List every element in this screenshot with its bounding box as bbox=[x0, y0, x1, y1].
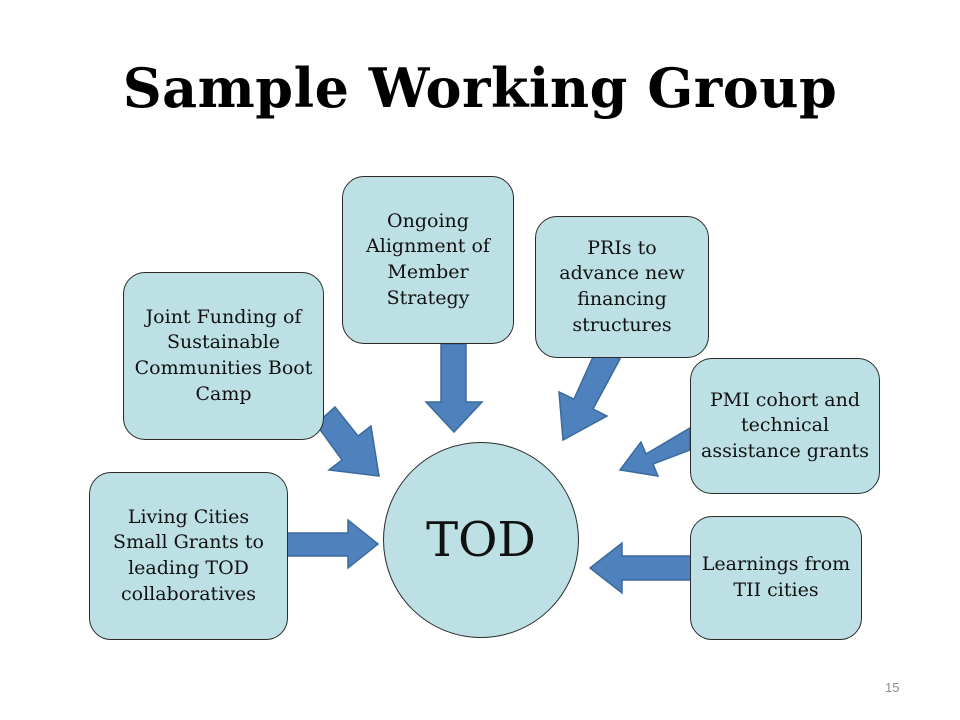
arrow-from-ongoing-alignment bbox=[424, 343, 484, 434]
center-node-tod: TOD bbox=[383, 442, 579, 638]
arrow-from-joint-funding bbox=[314, 405, 380, 477]
slide-title: Sample Working Group bbox=[122, 56, 838, 120]
arrow-from-pmi-cohort bbox=[618, 426, 691, 477]
arrow-from-learnings bbox=[588, 541, 693, 595]
arrow-from-living-cities bbox=[285, 518, 380, 570]
page-number: 15 bbox=[885, 680, 900, 695]
node-ongoing-alignment: Ongoing Alignment of Member Strategy bbox=[342, 176, 514, 344]
node-joint-funding: Joint Funding of Sustainable Communities… bbox=[123, 272, 324, 440]
node-learnings: Learnings from TII cities bbox=[690, 516, 862, 640]
node-pmi-cohort: PMI cohort and technical assistance gran… bbox=[690, 358, 880, 494]
arrow-from-pris bbox=[558, 346, 622, 442]
node-pris: PRIs to advance new financing structures bbox=[535, 216, 709, 358]
node-living-cities: Living Cities Small Grants to leading TO… bbox=[89, 472, 288, 640]
